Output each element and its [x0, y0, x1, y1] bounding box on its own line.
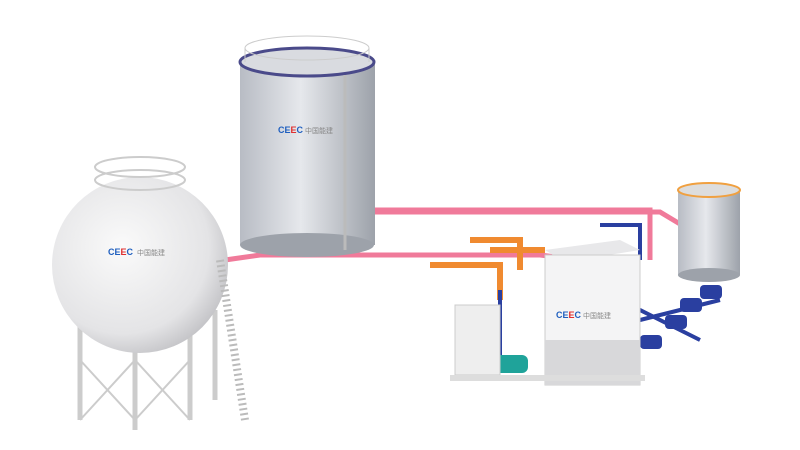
logo-cold-box: CEEC 中国能建 — [556, 310, 611, 320]
small-storage-tank — [677, 182, 741, 282]
logo-tank-vertical: CEEC 中国能建 — [278, 125, 333, 135]
spherical-tank — [52, 156, 249, 430]
svg-text:CEEC: CEEC — [108, 247, 134, 257]
svg-text:中国能建: 中国能建 — [137, 248, 165, 257]
vertical-storage-tank — [238, 35, 376, 257]
svg-text:CEEC: CEEC — [278, 125, 304, 135]
logo-sphere: CEEC 中国能建 — [108, 247, 165, 257]
svg-text:中国能建: 中国能建 — [583, 311, 611, 320]
svg-text:中国能建: 中国能建 — [305, 126, 333, 135]
skid-base — [450, 375, 645, 381]
heat-exchanger — [454, 304, 501, 376]
pumps — [640, 285, 722, 349]
process-piping — [430, 223, 721, 370]
svg-text:CEEC: CEEC — [556, 310, 582, 320]
